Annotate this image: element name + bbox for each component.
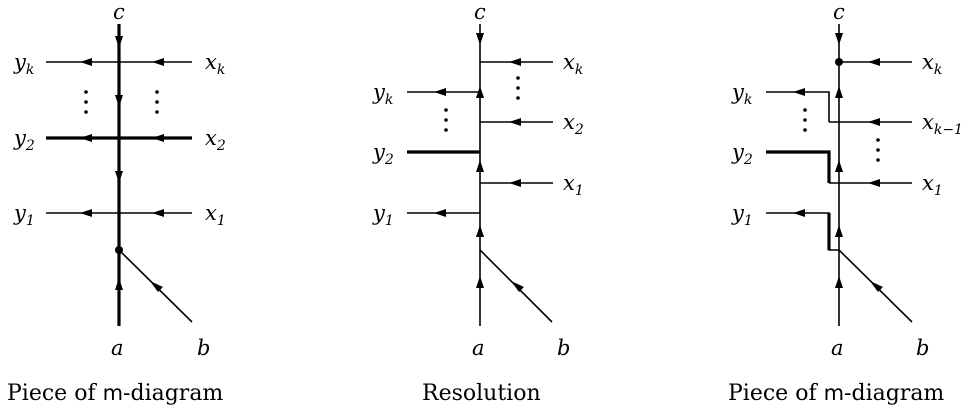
label-x-1: x1 xyxy=(205,201,226,229)
panel-2: c a b yk y2 y1 xk x2 x1 Resolution xyxy=(372,0,584,406)
arrow-up xyxy=(115,278,123,290)
label-x-1: x1 xyxy=(563,171,584,199)
label-x-k-1: xk−1 xyxy=(922,110,963,138)
arrow-down xyxy=(115,95,123,107)
arrow-left xyxy=(434,88,446,96)
label-x-2: x2 xyxy=(563,110,584,138)
label-y-1: y1 xyxy=(13,201,35,229)
label-c: c xyxy=(113,0,125,24)
label-y-k: yk xyxy=(13,50,34,78)
arrow-left xyxy=(80,58,92,66)
label-a: a xyxy=(472,336,485,360)
arrow-up xyxy=(835,225,843,237)
arrow-left xyxy=(868,179,880,187)
label-x-k: xk xyxy=(563,50,583,78)
arrow-left xyxy=(793,88,805,96)
ellipsis-left xyxy=(84,90,88,114)
label-b: b xyxy=(557,336,570,360)
label-c: c xyxy=(474,0,486,24)
arrow-up xyxy=(476,276,484,288)
caption-panel-3: Piece of m-diagram xyxy=(728,381,944,406)
arrow-left xyxy=(152,58,164,66)
ellipsis-left xyxy=(803,108,807,132)
arrow-left xyxy=(509,118,521,126)
arrow-up xyxy=(835,160,843,172)
arrow-left xyxy=(80,134,92,142)
line-y-2 xyxy=(766,150,831,183)
label-y-2: y2 xyxy=(731,140,753,168)
arrow-up xyxy=(835,86,843,98)
arrow-down xyxy=(835,33,843,45)
label-y-k: yk xyxy=(731,80,752,108)
arrow-left xyxy=(152,209,164,217)
arrow-up xyxy=(476,160,484,172)
panel-1: c a b yk y2 y1 xk x2 x1 Piece of m-diagr… xyxy=(7,0,226,406)
arrow-down xyxy=(115,171,123,183)
label-b: b xyxy=(197,336,210,360)
arrow-down xyxy=(115,36,123,48)
arrow-left xyxy=(793,209,805,217)
arrow-down xyxy=(476,33,484,45)
arrow-left xyxy=(509,58,521,66)
ellipsis-left xyxy=(444,108,448,132)
arrow-up xyxy=(835,276,843,288)
label-y-2: y2 xyxy=(372,140,394,168)
arrow-b xyxy=(870,281,883,292)
caption-panel-1: Piece of m-diagram xyxy=(7,381,223,406)
arrow-b xyxy=(511,281,524,292)
panel-3: c a b yk y2 y1 xk xk−1 x1 Piece of m-dia… xyxy=(728,0,963,406)
label-y-2: y2 xyxy=(13,126,35,154)
ellipsis-right xyxy=(155,90,159,114)
label-y-1: y1 xyxy=(372,201,394,229)
arrow-left xyxy=(152,134,164,142)
ellipsis-right xyxy=(876,138,880,162)
arrow-left xyxy=(509,179,521,187)
label-y-k: yk xyxy=(372,80,393,108)
label-x-2: x2 xyxy=(205,126,226,154)
label-a: a xyxy=(111,336,124,360)
label-x-k: xk xyxy=(922,50,942,78)
label-x-1: x1 xyxy=(922,171,943,199)
arrow-left xyxy=(80,209,92,217)
label-x-k: xk xyxy=(205,50,225,78)
arrow-left xyxy=(434,209,446,217)
line-y-k xyxy=(766,91,830,122)
label-y-1: y1 xyxy=(731,201,753,229)
arrow-up xyxy=(476,225,484,237)
ellipsis-right xyxy=(516,76,520,100)
label-b: b xyxy=(916,336,929,360)
label-c: c xyxy=(833,0,845,24)
caption-panel-2: Resolution xyxy=(422,381,541,406)
arrow-b xyxy=(150,281,163,292)
arrow-left xyxy=(868,58,880,66)
arrow-left xyxy=(868,118,880,126)
label-a: a xyxy=(831,336,844,360)
